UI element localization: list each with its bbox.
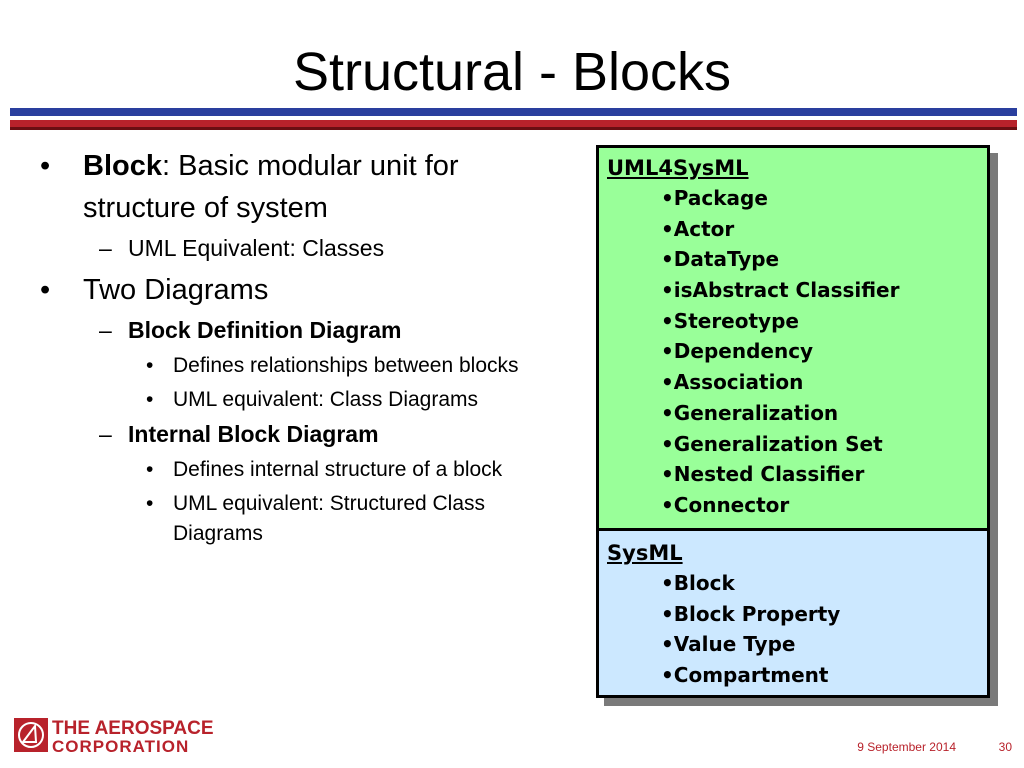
bullet-dot-icon: • xyxy=(146,354,154,377)
header-rule-dark xyxy=(10,127,1017,130)
list-item: •Package xyxy=(661,186,768,210)
two-diagrams-text: Two Diagrams xyxy=(83,274,269,306)
header-rule-blue xyxy=(10,108,1017,116)
block-description: : Basic modular unit for structure of sy… xyxy=(83,150,459,224)
bullet-two-diagrams: • Two Diagrams xyxy=(40,269,550,311)
ibd-sub-bullet-2: • UML equivalent: Structured Class Diagra… xyxy=(40,489,550,549)
bullet-dot-icon: • xyxy=(40,274,51,306)
bullet-dot-icon: • xyxy=(146,458,154,481)
uml4sysml-list: •Package •Actor •DataType •isAbstract Class… xyxy=(661,183,900,521)
uml-equivalent-text: UML Equivalent: Classes xyxy=(128,235,385,261)
bdd-sub-bullet-1: • Defines relationships between blocks xyxy=(40,351,550,381)
bdd-sub1-text: Defines relationships between blocks xyxy=(173,354,519,377)
bullet-dot-icon: • xyxy=(146,388,154,411)
sub-bullet-bdd: –Block Definition Diagram xyxy=(40,315,550,345)
bullet-dot-icon: • xyxy=(146,492,154,515)
list-item: •isAbstract Classifier xyxy=(661,278,900,303)
ibd-text: Internal Block Diagram xyxy=(128,421,379,447)
bdd-text: Block Definition Diagram xyxy=(128,317,402,343)
bullet-list: • Block: Basic modular unit for structure… xyxy=(40,145,550,553)
slide-title: Structural - Blocks xyxy=(292,42,732,102)
bullet-block: • Block: Basic modular unit for structure… xyxy=(40,145,550,229)
bdd-sub2-text: UML equivalent: Class Diagrams xyxy=(173,388,479,411)
dash-icon: – xyxy=(99,317,112,343)
block-term: Block xyxy=(83,150,162,182)
list-item: •Block Property xyxy=(661,601,841,626)
sysml-panel: SysML •Block •Block Property •Value Type •C… xyxy=(599,531,987,695)
dash-icon: – xyxy=(99,235,112,261)
list-item: •Generalization xyxy=(661,400,839,425)
sysml-list: •Block •Block Property •Value Type •Compart… xyxy=(661,568,840,691)
footer-date: 9 September 2014 xyxy=(857,740,956,754)
uml4sysml-panel: UML4SysML •Package •Actor •DataType •isAbst… xyxy=(599,148,987,531)
header-rule-gap xyxy=(10,116,1017,120)
list-item: •Nested Classifier xyxy=(661,462,865,487)
list-item: •DataType xyxy=(661,247,780,272)
box-frame: UML4SysML •Package •Actor •DataType •isAbst… xyxy=(596,145,990,698)
list-item: •Block xyxy=(661,571,735,595)
org-name-line1: THE AEROSPACE xyxy=(52,718,214,739)
comparison-box: UML4SysML •Package •Actor •DataType •isAbst… xyxy=(596,145,998,706)
sysml-header: SysML xyxy=(607,541,683,565)
ibd-sub-bullet-1: • Defines internal structure of a block xyxy=(40,455,550,485)
org-name-line2: CORPORATION xyxy=(52,737,190,756)
list-item: •Generalization Set xyxy=(661,431,883,456)
aerospace-logo-icon xyxy=(14,718,48,752)
list-item: •Compartment xyxy=(661,663,829,688)
list-item: •Value Type xyxy=(661,632,796,657)
list-item: •Association xyxy=(661,370,804,395)
dash-icon: – xyxy=(99,421,112,447)
list-item: •Dependency xyxy=(661,339,814,364)
sub-bullet-uml-equivalent: –UML Equivalent: Classes xyxy=(40,233,550,263)
uml4sysml-header: UML4SysML xyxy=(607,156,749,180)
bdd-sub-bullet-2: • UML equivalent: Class Diagrams xyxy=(40,385,550,415)
page-number: 30 xyxy=(998,740,1012,754)
list-item: •Stereotype xyxy=(661,308,799,333)
header-rule-red xyxy=(10,120,1017,127)
ibd-sub2-text: UML equivalent: Structured Class Diagram… xyxy=(173,492,486,545)
bullet-dot-icon: • xyxy=(40,150,51,182)
list-item: •Connector xyxy=(661,492,790,517)
ibd-sub1-text: Defines internal structure of a block xyxy=(173,458,503,481)
sub-bullet-ibd: –Internal Block Diagram xyxy=(40,419,550,449)
list-item: •Actor xyxy=(661,216,735,241)
